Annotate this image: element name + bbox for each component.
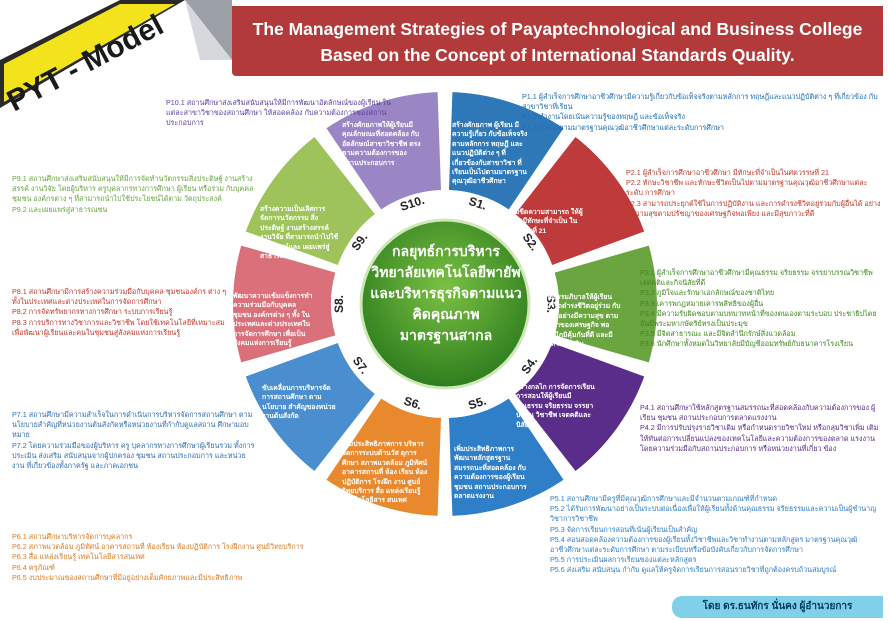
p1-item: P1.1 ผู้สำเร็จการศึกษาอาชีวศึกษามีความรู… <box>522 92 878 112</box>
strategy-segment-8 <box>233 245 336 363</box>
p1-item: P1.2 ทำงานโดยเน้นความรู้ของทฤษฎี และข้อเ… <box>522 112 686 122</box>
p5-item: P5.5 การประเมินผลการเรียนของแต่ละหลักสูต… <box>550 555 697 565</box>
s10-text: สร้างศักยภาพให้ผู้เรียนมี คุณลักษณะที่สอ… <box>342 122 421 167</box>
strategy-label-1: S1. <box>467 194 488 213</box>
strategy-segment-4 <box>515 343 645 472</box>
strategy-segment-5 <box>448 398 564 516</box>
s6-text: เพิ่มประสิทธิภาพการ บริหารจัดการระบบด้าน… <box>342 441 428 514</box>
p10-notes: P10.1 สถานศึกษาส่งเสริมสนับสนุนให้มีการพ… <box>166 98 398 129</box>
p6-item: P6.3 สื่อ แหล่งเรียนรู้ เทคโนโลยีสารสนเท… <box>12 552 145 562</box>
s9-text: สร้างความเป็นเลิศการ จัดการนวัตกรรม สิ่ง… <box>260 206 339 261</box>
strategy-segment-10 <box>326 92 442 210</box>
p2-item: P2.1 ผู้สำเร็จการศึกษาอาชีวศึกษา มีทักษะ… <box>626 168 830 177</box>
p6-item: P6.5 งบประมาณของสถานศึกษาที่มีอยู่อย่างเ… <box>12 572 243 582</box>
strategy-segment-7 <box>245 343 375 472</box>
strategy-segment-1 <box>448 92 564 210</box>
p3-item: P3.5 มีจิตสาธารณะ และมีจิตสำนึกรักษ์สิ่ง… <box>640 329 796 339</box>
center-circle <box>359 218 531 390</box>
p6-item: P6.2 สภาพแวดล้อม ภูมิทัศน์ อาคารสถานที่ … <box>12 542 304 552</box>
strategy-segment-3 <box>554 245 657 363</box>
p6-item: P6.1 สถานศึกษาบริหารจัดการบุคลากร <box>12 532 133 541</box>
p2-item: P2.2 ทักษะวิชาชีพ และทักษะชีวิตเป็นไปตาม… <box>626 178 868 198</box>
s8-text: พัฒนาความเข้มแข็งการทำ ความร่วมมือกับบุค… <box>233 293 313 348</box>
p5-item: P5.1 สถานศึกษามีครูที่มีคุณวุฒิการศึกษาแ… <box>550 494 778 503</box>
p3-item: P3.6 นักศึกษาทั้งหมดในวิทยาลัยมีบัญชีออม… <box>640 339 854 349</box>
p7-item: P7.2 โดยความร่วมมือของผู้บริหาร ครู บุคล… <box>12 440 255 471</box>
s3-text: สร้างธรรมภิบาลให้ผู้เรียน สามารถดำรงชีวิ… <box>538 294 621 349</box>
strategy-segment-9 <box>245 136 375 265</box>
p7-item: P7.1 สถานศึกษามีความสำเร็จในการดำเนินการ… <box>12 410 253 440</box>
p9-item: P9.2 และเผยแพร่สู่สาธารณชน <box>12 204 108 214</box>
p4-item: P4.1 สถานศึกษาใช้หลักสูตรฐานสมรรถนะที่สอ… <box>640 403 876 423</box>
p5-item: P5.6 ส่งเสริม สนับสนุน กำกับ ดูแลให้ครูจ… <box>550 565 837 575</box>
center-line-3: และบริหารธุรกิจตามแนว <box>370 285 522 301</box>
title-line-1: The Management Strategies of Payaptechno… <box>252 19 863 39</box>
p2-notes: P2.1 ผู้สำเร็จการศึกษาอาชีวศึกษา มีทักษะ… <box>626 168 882 219</box>
center-line-4: คิดคุณภาพ <box>412 306 480 322</box>
p6-item: P6.4 ครุภัณฑ์ <box>12 562 55 572</box>
p8-item: P8.2 การจัดทรัพยากรทางการศึกษา ระบบการเร… <box>12 307 173 317</box>
s4-text: สร้างกลไก การจัดการเรียน การสอนให้ผู้เรี… <box>516 384 595 429</box>
p1-item: P1.3 เป็นไปตามมาตรฐานคุณวุฒิอาชีวศึกษาแต… <box>522 122 724 132</box>
s1-text: สร้างศักยภาพ ผู้เรียน มีความรู้เกี่ยว กั… <box>452 122 528 186</box>
title-banner: The Management Strategies of Payaptechno… <box>232 6 883 76</box>
p8-item: P8.1 สถานศึกษามีการสร้างความร่วมมือกับบุ… <box>12 287 227 307</box>
p3-item: P3.3 เคารพกฎหมายเคารพสิทธิของผู้อื่น <box>640 298 764 308</box>
author-credit: โดย ดร.ธนทักร นั่นคง ผู้อำนวยการ <box>672 596 883 618</box>
s2-text: เพิ่มขีดความสามารถ ให้ผู้เรียนมีทักษะที่… <box>508 209 583 235</box>
p5-item: P5.4 สอนสอดคล้องความต้องการของผู้เรียนทั… <box>550 534 858 555</box>
p9-item: P9.1 สถานศึกษาส่งเสริมสนับสนุนให้มีการจั… <box>12 174 254 204</box>
strategy-label-5: S5. <box>466 394 487 413</box>
p9-notes: P9.1 สถานศึกษาส่งเสริมสนับสนุนให้มีการจั… <box>12 174 262 215</box>
model-badge: PYT - Model <box>0 0 232 120</box>
p3-notes: P3.1 ผู้สำเร็จการศึกษาอาชีวศึกษามีคุณธรร… <box>640 268 882 350</box>
s5-text: เพิ่มประสิทธิภาพการ พัฒนาหลักสูตรฐาน สมร… <box>454 446 527 501</box>
p3-item: P3.4 มีความรับผิดชอบตามบทบาทหน้าที่ของตน… <box>640 308 877 329</box>
p2-item: P2.3 สามารถประยุกต์ใช้ในการปฏิบัติงาน แล… <box>626 198 881 218</box>
p1-notes: P1.1 ผู้สำเร็จการศึกษาอาชีวศึกษามีความรู… <box>522 92 882 133</box>
strategy-segment-2 <box>515 136 645 265</box>
p8-item: P8.3 การบริการทางวิชาการและวิชาชีพ โดยใช… <box>12 317 225 337</box>
strategy-label-3: S3. <box>544 295 558 313</box>
p8-notes: P8.1 สถานศึกษามีการสร้างความร่วมมือกับบุ… <box>12 287 232 338</box>
strategy-segment-6 <box>326 398 442 516</box>
center-line-1: กลยุทธ์การบริหาร <box>392 243 500 259</box>
p5-notes: P5.1 สถานศึกษามีครูที่มีคุณวุฒิการศึกษาแ… <box>550 494 880 576</box>
center-title: กลยุทธ์การบริหาร วิทยาลัยเทคโนโลยีพายัพ … <box>343 241 549 346</box>
p3-item: P3.1 ผู้สำเร็จการศึกษาอาชีวศึกษามีคุณธรร… <box>640 268 873 288</box>
title-line-2: Based on the Concept of International St… <box>320 45 795 65</box>
strategy-label-8: S8. <box>332 295 346 313</box>
p10-item: P10.1 สถานศึกษาส่งเสริมสนับสนุนให้มีการพ… <box>166 98 391 128</box>
s7-text: ขับเคลื่อนการบริหารจัด การสถานศึกษา ตามน… <box>262 385 336 421</box>
center-line-5: มาตรฐานสากล <box>399 327 493 343</box>
p4-item: P4.2 มีการปรับปรุงรายวิชาเดิม หรือกำหนดร… <box>640 423 879 453</box>
p5-item: P5.2 ได้รับการพัฒนาอย่างเป็นระบบต่อเนื่อ… <box>550 504 877 524</box>
p3-item: P3.2 ภูมิใจและรักษาเอกลักษณ์ของชาติไทย <box>640 288 775 298</box>
p5-item: P5.3 จัดการเรียนการสอนที่เน้นผู้เรียนเป็… <box>550 524 698 534</box>
strategy-label-6: S6. <box>402 394 423 413</box>
p7-notes: P7.1 สถานศึกษามีความสำเร็จในการดำเนินการ… <box>12 410 258 471</box>
p4-notes: P4.1 สถานศึกษาใช้หลักสูตรฐานสมรรถนะที่สอ… <box>640 403 884 454</box>
center-line-2: วิทยาลัยเทคโนโลยีพายัพ <box>371 264 521 280</box>
